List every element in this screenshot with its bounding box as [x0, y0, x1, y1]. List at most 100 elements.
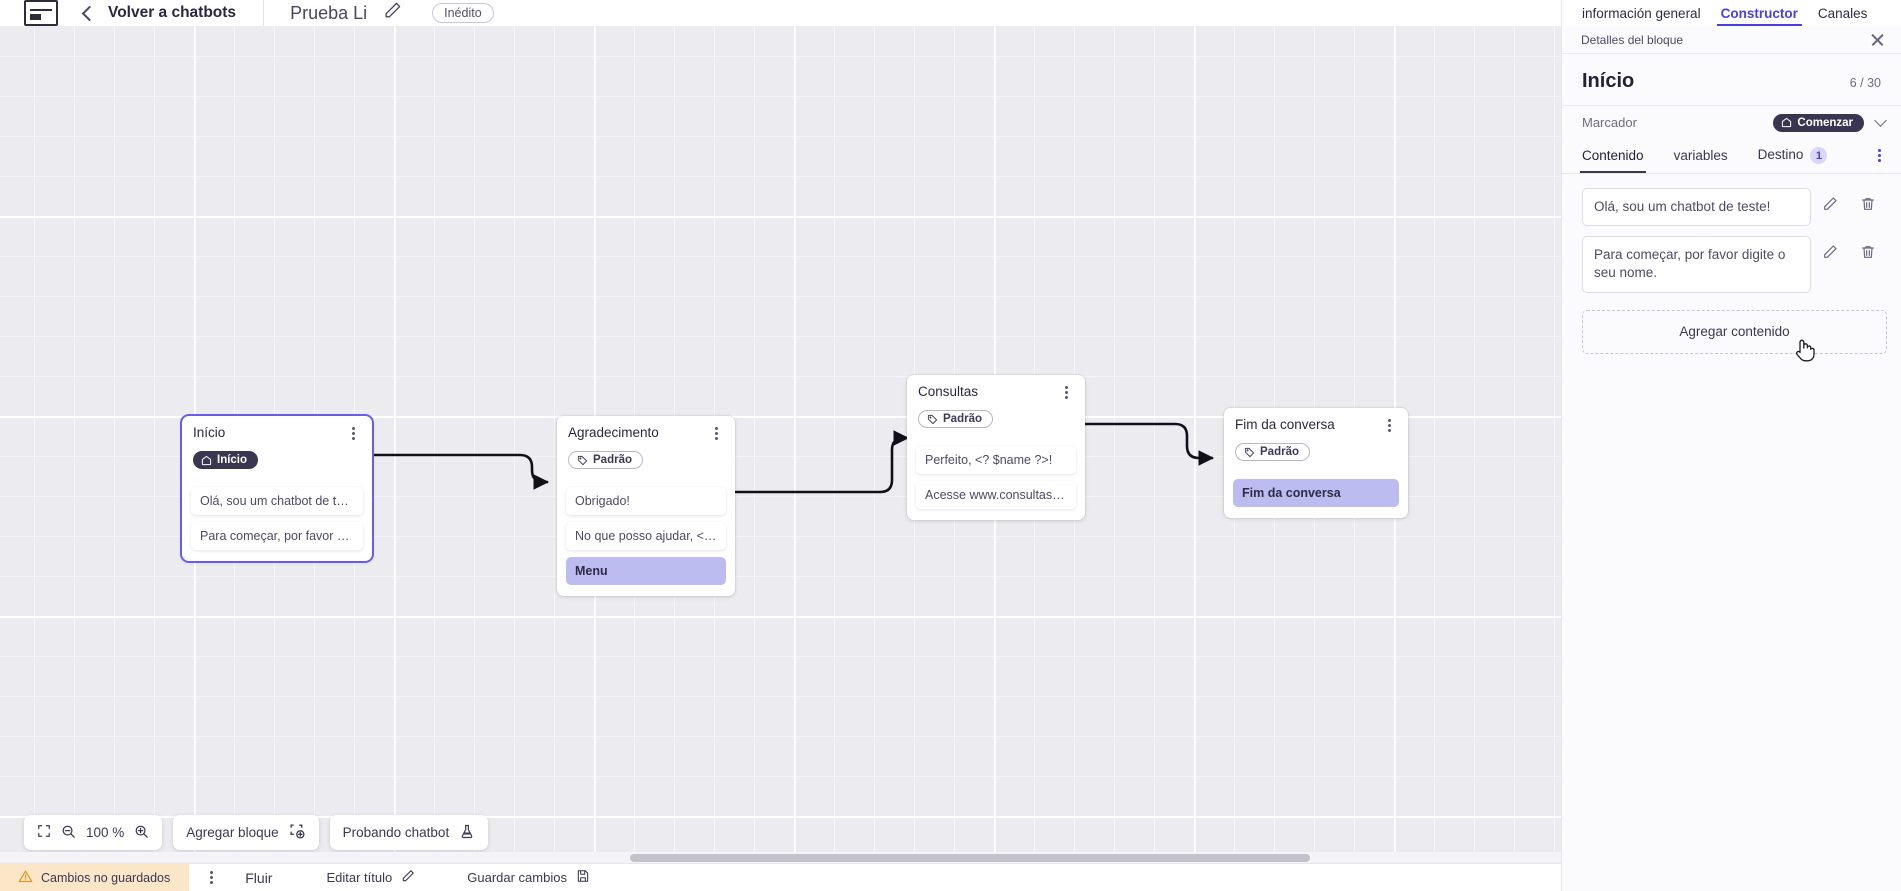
chevron-left-icon[interactable] — [81, 5, 98, 21]
marker-badge-label: Comenzar — [1797, 116, 1853, 129]
content-text[interactable]: Olá, sou um chatbot de teste! — [1582, 188, 1811, 227]
delete-content-button[interactable] — [1849, 236, 1887, 260]
node-message[interactable]: No que posso ajudar, <? $name ... — [566, 521, 726, 550]
panel-subheader-label: Detalles del bloque — [1581, 32, 1684, 47]
home-icon — [1782, 117, 1792, 128]
app-logo-icon[interactable] — [24, 0, 58, 26]
node-message[interactable]: Acesse www.consultas.com par... — [916, 480, 1076, 509]
flow-node-fim-da-conversa[interactable]: Fim da conversa Padrão Fim da conversa — [1224, 408, 1408, 518]
chevron-down-icon[interactable] — [1874, 114, 1887, 127]
panel-inner-tabs: Contenido variables Destino 1 — [1562, 139, 1901, 174]
add-content-button[interactable]: Agregar contenido — [1582, 309, 1887, 354]
node-header: Agradecimento Padrão — [557, 416, 735, 480]
node-message-end[interactable]: Fim da conversa — [1233, 478, 1399, 507]
node-header: Fim da conversa Padrão — [1224, 408, 1408, 472]
test-chatbot-label: Probando chatbot — [342, 825, 450, 840]
tab-canales[interactable]: Canales — [1817, 6, 1868, 21]
block-details-panel: información general Constructor Canales … — [1561, 0, 1901, 891]
save-changes-button[interactable]: Guardar cambios — [467, 869, 590, 886]
node-menu-button[interactable] — [710, 426, 724, 442]
tab-informacion-general[interactable]: información general — [1582, 6, 1701, 21]
content-item: Olá, sou um chatbot de teste! — [1582, 188, 1887, 227]
node-message[interactable]: Para começar, por favor digite o ... — [191, 521, 363, 550]
flow-node-agradecimento[interactable]: Agradecimento Padrão Obrigado! No que po… — [557, 416, 735, 596]
node-header: Início Início — [182, 416, 372, 480]
flow-node-inicio[interactable]: Início Início Olá, sou um chatbot de tes… — [182, 416, 372, 561]
scrollbar-thumb[interactable] — [630, 854, 1310, 862]
unsaved-changes-label: Cambios no guardados — [41, 870, 171, 885]
top-bar: Volver a chatbots Prueba Li Inédito — [0, 0, 1561, 26]
flask-icon — [459, 823, 475, 843]
save-disk-icon — [576, 869, 590, 886]
node-body: Fim da conversa — [1224, 478, 1408, 518]
flow-canvas[interactable]: Início Início Olá, sou um chatbot de tes… — [0, 26, 1561, 863]
edit-title-button[interactable]: Editar título — [326, 869, 415, 886]
panel-block-title: Início — [1582, 70, 1635, 92]
node-body: Olá, sou um chatbot de teste! Para começ… — [182, 486, 372, 561]
node-badge-label: Início — [217, 454, 248, 466]
node-title: Início — [193, 425, 226, 440]
panel-top-tabs: información general Constructor Canales — [1562, 0, 1901, 26]
node-badge-label: Padrão — [1260, 446, 1299, 458]
chatbot-title: Prueba Li — [290, 2, 368, 23]
add-block-label: Agregar bloque — [186, 825, 279, 840]
zoom-controls[interactable]: 100 % — [24, 815, 163, 850]
panel-overflow-menu-button[interactable] — [1873, 148, 1887, 164]
pencil-icon — [1824, 245, 1837, 259]
tab-fluir[interactable]: Fluir — [245, 866, 272, 890]
content-list: Olá, sou um chatbot de teste! Para começ… — [1562, 174, 1901, 293]
edit-content-button[interactable] — [1811, 188, 1849, 212]
tab-variables[interactable]: variables — [1673, 148, 1728, 163]
node-title: Agradecimento — [568, 425, 659, 440]
bottom-menu-button[interactable] — [205, 870, 219, 886]
node-badge-label: Padrão — [943, 413, 982, 425]
tab-constructor[interactable]: Constructor — [1711, 6, 1808, 26]
panel-subheader: Detalles del bloque — [1562, 26, 1901, 54]
node-message[interactable]: Obrigado! — [566, 486, 726, 515]
edit-content-button[interactable] — [1811, 236, 1849, 260]
tag-icon — [1244, 447, 1255, 457]
panel-title-row: Início 6 / 30 — [1562, 54, 1901, 105]
warning-triangle-icon — [18, 869, 33, 887]
node-title: Fim da conversa — [1235, 417, 1335, 432]
content-item: Para começar, por favor digite o seu nom… — [1582, 236, 1887, 293]
zoom-out-icon[interactable] — [61, 824, 76, 842]
node-menu-button[interactable] — [347, 426, 361, 442]
delete-content-button[interactable] — [1849, 188, 1887, 212]
node-title: Consultas — [918, 384, 979, 399]
fit-screen-icon[interactable] — [37, 824, 51, 841]
add-block-icon — [289, 823, 306, 843]
canvas-horizontal-scrollbar[interactable] — [0, 852, 1561, 863]
node-message[interactable]: Olá, sou um chatbot de teste! — [191, 486, 363, 515]
trash-icon — [1862, 246, 1874, 259]
add-block-button[interactable]: Agregar bloque — [173, 815, 319, 850]
node-body: Perfeito, <? $name ?>! Acesse www.consul… — [907, 445, 1085, 520]
bottom-bar: Cambios no guardados Fluir Editar título… — [0, 863, 1561, 891]
node-badge-padrao: Padrão — [918, 410, 993, 428]
close-icon[interactable] — [1870, 32, 1885, 47]
node-message[interactable]: Perfeito, <? $name ?>! — [916, 445, 1076, 474]
marker-label: Marcador — [1582, 115, 1637, 130]
pencil-icon — [1824, 197, 1837, 210]
flow-node-consultas[interactable]: Consultas Padrão Perfeito, <? $name ?>! … — [907, 375, 1085, 520]
node-message-menu[interactable]: Menu — [566, 556, 726, 585]
edit-title-pencil-icon[interactable] — [383, 1, 402, 25]
save-changes-label: Guardar cambios — [467, 870, 567, 885]
node-badge-padrao: Padrão — [1235, 443, 1310, 461]
unsaved-changes-banner: Cambios no guardados — [0, 863, 190, 891]
destino-count-badge: 1 — [1810, 147, 1828, 164]
test-chatbot-button[interactable]: Probando chatbot — [329, 815, 489, 850]
toolbar-divider — [263, 0, 265, 26]
node-menu-button[interactable] — [1060, 385, 1074, 401]
content-text[interactable]: Para começar, por favor digite o seu nom… — [1582, 236, 1811, 293]
zoom-level-label: 100 % — [86, 825, 125, 840]
panel-block-count: 6 / 30 — [1849, 76, 1881, 90]
tab-destino-label: Destino — [1757, 147, 1804, 163]
back-to-chatbots-link[interactable]: Volver a chatbots — [108, 4, 237, 21]
node-header: Consultas Padrão — [907, 375, 1085, 439]
node-menu-button[interactable] — [1383, 418, 1397, 434]
tab-contenido[interactable]: Contenido — [1580, 148, 1658, 173]
marker-badge-comenzar[interactable]: Comenzar — [1773, 113, 1864, 132]
zoom-in-icon[interactable] — [134, 824, 149, 842]
tab-destino[interactable]: Destino 1 — [1758, 147, 1842, 173]
